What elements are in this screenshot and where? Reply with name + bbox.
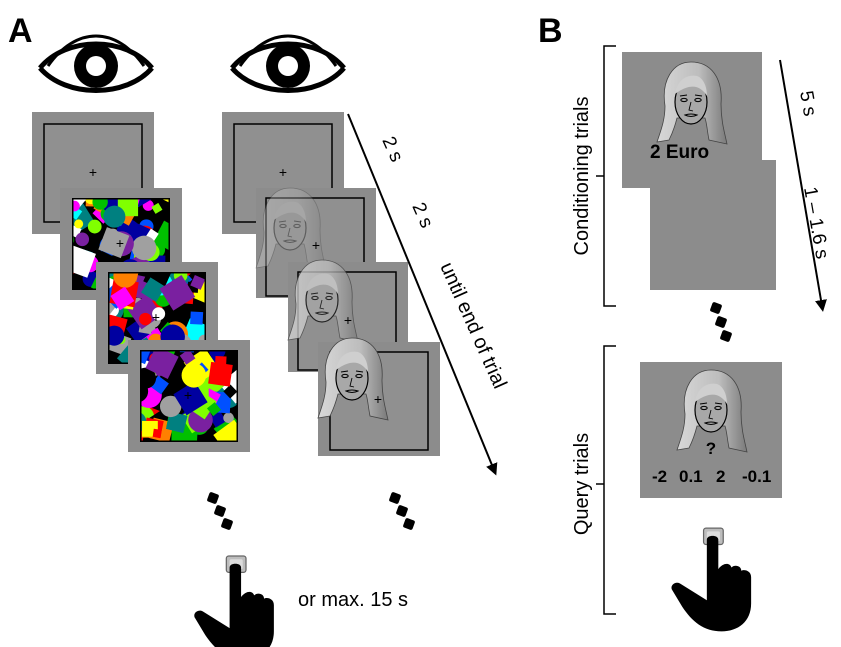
mosaic-patch [140, 380, 149, 403]
mondrian-mosaic: + [140, 350, 238, 442]
button-press-hand-icon [670, 527, 752, 633]
time-label: 1 – 1.6 s [799, 185, 832, 260]
panel-a-letter: A [8, 12, 33, 50]
fixation-cross: + [89, 164, 97, 180]
mosaic-patch [72, 198, 86, 211]
mosaic-patch [190, 274, 206, 290]
mosaic-patch [206, 402, 221, 417]
conditioning-bracket [596, 45, 616, 307]
mosaic-patch [190, 311, 204, 325]
eye-icon [232, 36, 344, 91]
mosaic-patch [74, 219, 84, 229]
mosaic-patch [223, 384, 238, 399]
mosaic-patch [145, 350, 179, 380]
mosaic-patch [140, 350, 155, 365]
query-option: 0.1 [679, 467, 703, 486]
continuation-dots [389, 492, 415, 530]
continuation-dots [207, 492, 233, 530]
query-label: Query trials [571, 433, 593, 535]
face-screen-full: + [317, 337, 440, 456]
mosaic-patch [214, 355, 227, 368]
mosaic-patch [108, 325, 125, 346]
mosaic-patch [223, 412, 234, 424]
mosaic-patch [159, 395, 182, 418]
response-label: or max. 15 s [298, 589, 408, 611]
mosaic-patch [173, 381, 208, 416]
query-screen: ? -2 0.1 2 -0.1 [640, 362, 782, 498]
query-question-mark: ? [706, 439, 716, 458]
panel-b-letter: B [538, 12, 563, 50]
fixation-cross: + [152, 309, 160, 325]
conditioning-label: Conditioning trials [571, 97, 593, 256]
mosaic-patch [152, 307, 166, 321]
time-arrow [347, 113, 498, 476]
mosaic-patch [213, 419, 238, 442]
mosaic-patch [113, 272, 138, 288]
mosaic-patch [152, 428, 162, 438]
mosaic-patch [72, 200, 80, 212]
time-label: until end of trial [435, 259, 510, 392]
fixation-screen: + [32, 112, 154, 234]
mosaic-patch [141, 277, 166, 302]
time-label: 2 s [377, 133, 406, 165]
mosaic-patch [159, 275, 196, 311]
eye-icon [40, 36, 152, 91]
button-press-hand-icon [193, 555, 275, 647]
blank-screen [650, 160, 776, 290]
mosaic-patch [98, 227, 130, 259]
fixation-cross: + [279, 164, 287, 180]
mondrian-mask-screen: + [128, 340, 250, 452]
mosaic-patch [179, 350, 196, 365]
mosaic-patch [131, 235, 157, 261]
query-option: -2 [652, 467, 667, 486]
mosaic-patch [139, 312, 152, 326]
continuation-dots [710, 302, 732, 342]
fixation-cross: + [312, 237, 320, 253]
reward-text: 2 Euro [650, 142, 709, 163]
mosaic-patch [110, 286, 135, 311]
fixation-cross: + [344, 312, 352, 328]
mosaic-patch [208, 361, 233, 387]
mosaic-patch [151, 202, 163, 214]
mosaic-patch [72, 245, 96, 278]
time-label: 5 s [795, 89, 820, 118]
mosaic-patch [103, 205, 126, 228]
mosaic-patch [92, 198, 108, 210]
mosaic-patch [75, 232, 90, 247]
mosaic-patch [127, 294, 163, 330]
query-bracket [596, 345, 616, 615]
fixation-cross: + [184, 387, 192, 403]
fixation-cross: + [374, 391, 382, 407]
mosaic-patch [181, 363, 207, 388]
mosaic-patch [87, 219, 102, 234]
time-arrow [779, 59, 827, 312]
fixation-cross: + [116, 235, 124, 251]
query-option: -0.1 [742, 467, 771, 486]
time-label: 2 s [407, 199, 436, 231]
query-option: 2 [716, 467, 725, 486]
